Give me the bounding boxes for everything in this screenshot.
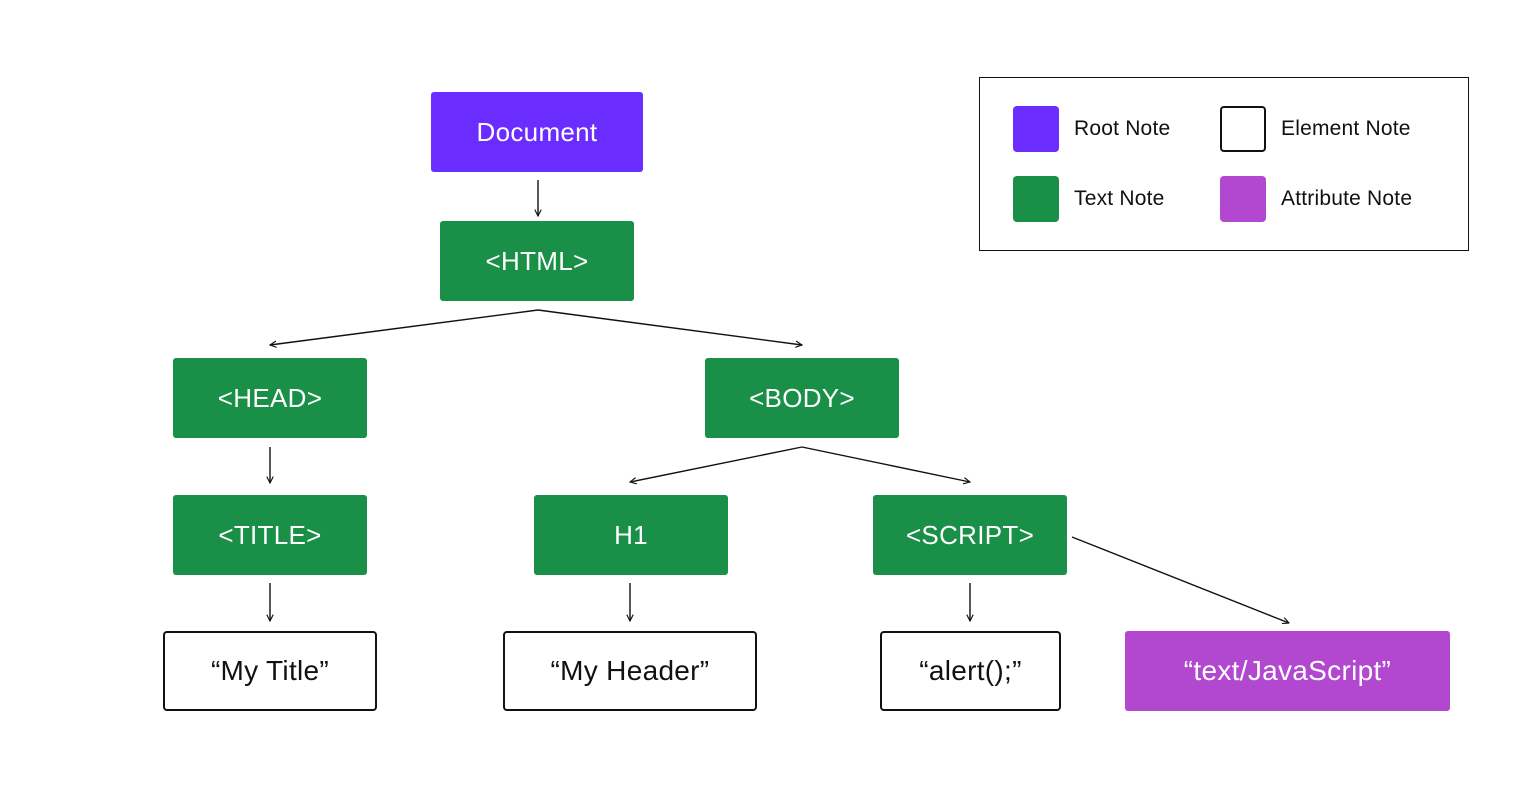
head-node: <HEAD> [173, 358, 367, 438]
legend-item-attribute: Attribute Note [1220, 176, 1412, 222]
attribute-node: “text/JavaScript” [1125, 631, 1450, 711]
attribute-swatch [1220, 176, 1266, 222]
document-label: Document [476, 116, 598, 147]
legend-element-label: Element Note [1281, 117, 1411, 140]
arrow-body-script [801, 446, 970, 482]
html-label: <HTML> [485, 245, 589, 276]
arrow-html-head [270, 309, 539, 345]
element-swatch [1220, 106, 1266, 152]
document-node: Document [431, 92, 643, 172]
h1-node: H1 [534, 495, 728, 575]
html-node: <HTML> [440, 221, 634, 301]
my-title-label: “My Title” [210, 655, 330, 686]
head-label: <HEAD> [217, 382, 323, 413]
legend-text-label: Text Note [1074, 187, 1165, 210]
attribute-label: “text/JavaScript” [1183, 655, 1392, 686]
title-label: <TITLE> [218, 519, 322, 550]
body-node: <BODY> [705, 358, 899, 438]
arrow-html-body [537, 309, 802, 345]
arrow-script-attribute [1071, 536, 1289, 623]
title-node: <TITLE> [173, 495, 367, 575]
script-node: <SCRIPT> [873, 495, 1067, 575]
legend-item-text: Text Note [1013, 176, 1165, 222]
script-label: <SCRIPT> [905, 519, 1035, 550]
my-title-node: “My Title” [163, 631, 377, 711]
arrow-body-h1 [630, 446, 803, 482]
alert-label: “alert();” [919, 655, 1022, 686]
legend-root-label: Root Note [1074, 117, 1171, 140]
legend-item-element: Element Note [1220, 106, 1411, 152]
alert-node: “alert();” [880, 631, 1061, 711]
my-header-node: “My Header” [503, 631, 757, 711]
my-header-label: “My Header” [550, 655, 710, 686]
root-swatch [1013, 106, 1059, 152]
legend-item-root: Root Note [1013, 106, 1170, 152]
legend-attribute-label: Attribute Note [1281, 187, 1413, 210]
body-label: <BODY> [749, 382, 855, 413]
legend: Root Note Element Note Text Note Attribu… [979, 77, 1469, 251]
h1-label: H1 [614, 519, 648, 550]
text-swatch [1013, 176, 1059, 222]
